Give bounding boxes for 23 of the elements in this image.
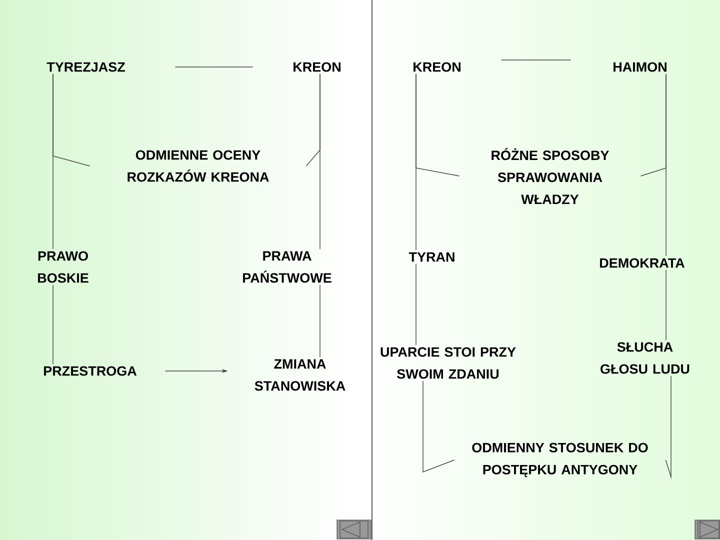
node-label: PRAWO BOSKIE	[38, 251, 88, 283]
node-label: RÓŻNE SPOSOBY SPRAWOWANIA WŁADZY	[492, 148, 610, 204]
connector-line	[174, 66, 254, 68]
connector-line	[306, 74, 320, 166]
node-label: ODMIENNY STOSUNEK DO POSTĘPKU ANTYGONY	[472, 442, 648, 478]
node-label: SŁUCHA GŁOSU LUDU	[600, 342, 690, 374]
node-label: KREON	[294, 62, 340, 72]
node-label: PRZESTROGA	[44, 366, 137, 376]
node-label: HAIMON	[614, 62, 666, 72]
node-label: UPARCIE STOI PRZY SWOIM ZDANIU	[380, 347, 516, 379]
node-label: DEMOKRATA	[600, 258, 685, 268]
connector-line	[52, 74, 90, 166]
node-label: ZMIANA STANOWISKA	[254, 359, 346, 391]
node-label: TYREZJASZ	[46, 62, 125, 72]
connector-line	[416, 74, 460, 176]
connector-line	[52, 284, 54, 364]
node-label: TYRAN	[408, 252, 454, 262]
node-label: KREON	[414, 62, 460, 72]
node-label: ODMIENNE OCENY ROZKAZÓW KREONA	[128, 150, 269, 182]
connector-line	[640, 74, 666, 176]
connector-line	[665, 376, 672, 480]
node-label: PRAWA PAŃSTWOWE	[243, 251, 332, 283]
connector-line	[422, 380, 455, 472]
